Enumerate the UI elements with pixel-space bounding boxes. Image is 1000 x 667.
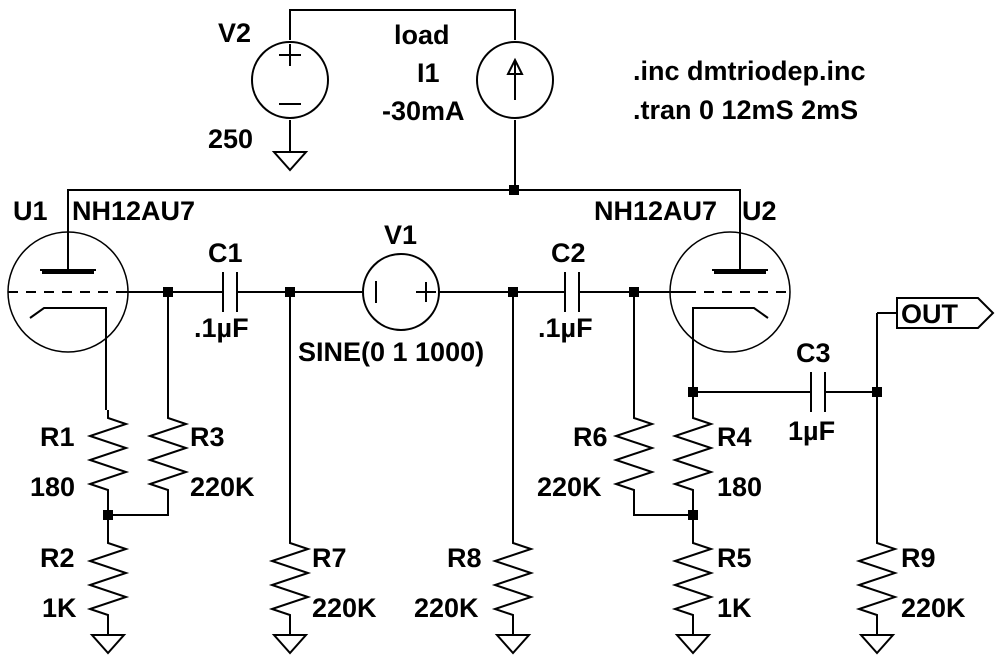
r9-value: 220K <box>901 593 966 623</box>
junction-dot <box>688 387 698 397</box>
r5-name: R5 <box>717 543 752 573</box>
c2-value: .1µF <box>538 313 593 343</box>
resistor-r2 <box>86 535 130 619</box>
ground-icon <box>676 634 710 654</box>
v2-name: V2 <box>218 18 251 48</box>
r6-value: 220K <box>537 472 602 502</box>
ground-icon <box>273 151 307 171</box>
r6-name: R6 <box>573 422 608 452</box>
c3-name: C3 <box>796 338 831 368</box>
c3-value: 1µF <box>788 416 835 446</box>
r7-name: R7 <box>312 543 347 573</box>
capacitor-c1 <box>222 272 238 312</box>
wire-supply-top <box>289 9 516 40</box>
r3-name: R3 <box>190 422 225 452</box>
r5-value: 1K <box>717 593 752 623</box>
ground-icon <box>860 634 894 654</box>
grounds <box>91 634 894 654</box>
r9-name: R9 <box>901 543 936 573</box>
c1-name: C1 <box>208 238 243 268</box>
resistor-r9 <box>855 535 899 619</box>
i1-label: load <box>394 20 450 50</box>
u2-name: U2 <box>742 196 777 226</box>
wire-r6-bot <box>633 494 693 516</box>
resistor-r8 <box>491 535 535 619</box>
triode-u1 <box>7 230 129 353</box>
resistor-r4 <box>671 410 715 494</box>
r4-name: R4 <box>717 422 752 452</box>
current-source-i1 <box>476 41 554 119</box>
triode-u2 <box>669 230 791 353</box>
r1-name: R1 <box>40 422 75 452</box>
u1-model: NH12AU7 <box>72 196 195 226</box>
r2-value: 1K <box>42 593 77 623</box>
i1-value: -30mA <box>382 96 465 126</box>
c1-value: .1µF <box>194 313 249 343</box>
r7-value: 220K <box>312 593 377 623</box>
junction-dot <box>163 287 173 297</box>
ground-icon <box>496 634 530 654</box>
junction-dot <box>872 387 882 397</box>
capacitor-c3 <box>810 372 826 412</box>
capacitor-c2 <box>564 272 580 312</box>
r4-value: 180 <box>717 472 762 502</box>
r8-value: 220K <box>414 593 479 623</box>
labels: V2 250 load I1 -30mA .inc dmtriodep.inc … <box>13 18 966 623</box>
junction-dot <box>103 510 113 520</box>
junction-dot <box>629 287 639 297</box>
ground-icon <box>91 634 125 654</box>
r2-name: R2 <box>40 543 75 573</box>
junction-dot <box>285 287 295 297</box>
voltage-source-v1 <box>362 253 440 331</box>
spice-include-directive: .inc dmtriodep.inc <box>633 56 866 86</box>
r3-value: 220K <box>190 472 255 502</box>
resistor-r5 <box>671 535 715 619</box>
junction-dot <box>509 185 519 195</box>
plus-icon <box>416 282 436 302</box>
i1-name: I1 <box>417 58 440 88</box>
v1-value: SINE(0 1 1000) <box>298 337 484 367</box>
junction-dot <box>508 287 518 297</box>
u2-model: NH12AU7 <box>594 196 717 226</box>
junction-dot <box>688 510 698 520</box>
c2-name: C2 <box>551 238 586 268</box>
u1-name: U1 <box>13 196 48 226</box>
resistors <box>86 410 899 619</box>
out-label: OUT <box>901 299 959 329</box>
ground-icon <box>273 634 307 654</box>
wire-r3-bot <box>108 494 169 516</box>
voltage-source-v2 <box>251 41 329 119</box>
junctions <box>103 185 882 520</box>
resistor-r3 <box>146 410 190 494</box>
spice-tran-directive: .tran 0 12mS 2mS <box>633 95 858 125</box>
v2-value: 250 <box>208 124 253 154</box>
resistor-r1 <box>86 410 130 494</box>
net-label-out: OUT <box>896 297 995 329</box>
plus-icon <box>279 44 301 66</box>
v1-name: V1 <box>384 220 417 250</box>
r1-value: 180 <box>30 472 75 502</box>
r8-name: R8 <box>447 543 482 573</box>
resistor-r6 <box>612 410 656 494</box>
resistor-r7 <box>268 535 312 619</box>
